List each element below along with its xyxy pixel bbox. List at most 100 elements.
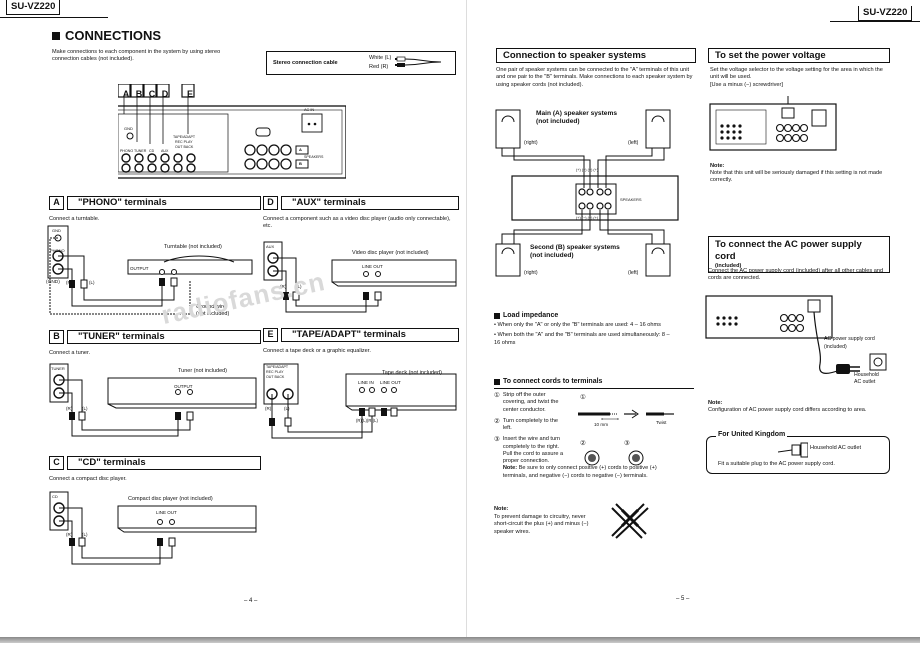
page-title-text: CONNECTIONS — [65, 28, 162, 43]
cords-illustration: ① 10 mm Twist ② ③ — [574, 392, 678, 472]
tape-r-label: (R) — [265, 406, 272, 411]
polarity-label-top: (+) (−) (−) (+) — [576, 168, 599, 172]
panel-gnd-label: GND — [124, 126, 133, 131]
step-3-note-label: Note: — [502, 465, 518, 472]
page-fold — [466, 0, 467, 640]
step-3-number: ③ — [494, 436, 500, 444]
cd-line-out-label: LINE OUT — [156, 510, 177, 515]
illus-mm: 10 mm — [594, 422, 609, 427]
ac-cord-note: Configuration of AC power supply cord di… — [708, 407, 867, 413]
voltage-note-label: Note: — [710, 163, 725, 169]
phono-letter: A — [49, 196, 64, 210]
model-tag-right: SU-VZ220 — [858, 6, 913, 21]
phono-gnd-tag: (GND) — [46, 280, 60, 285]
impedance-header: Load impedance — [494, 312, 558, 321]
rear-panel-diagram: A B C D E GND PHONO TUNER CD AUX TAPE/AD… — [109, 83, 347, 180]
page-title: CONNECTIONS — [52, 28, 161, 44]
illus-n3: ③ — [624, 440, 630, 447]
ac-cord-label-1: AC power supply cord — [824, 336, 875, 342]
panel-letter-b: B — [135, 89, 143, 99]
voltage-note: Note that this unit will be seriously da… — [710, 170, 883, 184]
aux-r-label: (R) — [280, 284, 287, 289]
step-1-number: ① — [494, 392, 500, 399]
ground-wire-label-2: (not included) — [196, 311, 230, 317]
aux-line-out-label: LINE OUT — [362, 264, 383, 269]
aux-diagram-svg — [263, 241, 457, 313]
cd-desc: Connect a compact disc player. — [49, 476, 127, 482]
polarity-label-bottom: (+) (−) (−) (+) — [576, 216, 599, 220]
phono-output-label: OUTPUT — [130, 266, 149, 271]
tape-line-in-label: LINE IN — [358, 380, 374, 385]
voltage-desc: Set the voltage selector to the voltage … — [710, 67, 883, 81]
speaker-diagram: Main (A) speaker systems (not included) … — [490, 104, 700, 282]
step-3-note: Be sure to only connect positive (+) cor… — [502, 465, 657, 479]
main-a-label-1: Main (A) speaker systems — [536, 110, 617, 117]
tape-device-label: Tape deck (not included) — [382, 370, 442, 376]
cords-square-icon — [494, 379, 500, 386]
main-a-label-2: (not included) — [536, 118, 580, 125]
tuner-desc: Connect a tuner. — [49, 350, 91, 356]
title-square-icon — [52, 32, 60, 41]
uk-outlet-label: Household AC outlet — [810, 445, 861, 451]
header-rule-left — [0, 17, 108, 18]
panel-ac-in-label: AC IN — [304, 108, 315, 112]
rear-panel-svg — [109, 83, 347, 179]
cords-illustration-svg — [578, 409, 674, 466]
cd-diagram: CD Compact disc player (not included) LI… — [48, 488, 260, 572]
speaker-diagram-svg — [495, 109, 679, 277]
tape-diagram-svg — [263, 363, 457, 439]
right-speaker-label-b: (right) — [524, 270, 538, 276]
panel-tape-label: TAPE/ADAPT — [173, 135, 196, 139]
left-speaker-label-a: (left) — [628, 140, 639, 146]
phono-diagram: GND PHONO Turntable (not included) OUTPU… — [44, 224, 260, 320]
panel-spk-b-label: B — [299, 161, 302, 166]
header-rule-right — [830, 21, 920, 22]
impedance-list: When only the "A" or only the "B" termin… — [494, 322, 674, 347]
speakers-terminal-label: SPEAKERS — [620, 197, 642, 202]
ac-cord-section-header: To connect the AC power supply cord (inc… — [708, 236, 890, 273]
aux-section-header: D "AUX" terminals — [263, 196, 459, 210]
panel-aux-label: AUX — [161, 149, 169, 153]
outlet-label-2: AC outlet — [854, 379, 876, 385]
step-3-text: Insert the wire and turn completely to t… — [502, 436, 564, 465]
tuner-device-label: Tuner (not included) — [178, 368, 228, 374]
tuner-letter: B — [49, 330, 64, 344]
cd-letter: C — [49, 456, 64, 470]
ac-cord-title: To connect the AC power supply cord — [715, 239, 862, 262]
cable-icon — [395, 56, 442, 67]
model-tag-left: SU-VZ220 — [6, 0, 61, 15]
speaker-section-header: Connection to speaker systems — [496, 48, 696, 63]
cd-diagram-svg — [49, 491, 257, 565]
short-circuit-icon — [608, 496, 652, 540]
panel-cd-label: CD — [149, 149, 155, 153]
cd-jack-label: CD — [52, 494, 58, 499]
panel-letter-e: E — [186, 89, 193, 99]
panel-out-back-label: OUT BACK — [175, 145, 194, 149]
ac-cord-desc: Connect the AC power supply cord (includ… — [708, 268, 884, 282]
panel-phono-label: PHONO — [120, 149, 134, 153]
left-speaker-label-b: (left) — [628, 270, 639, 276]
panel-rec-play-label: REC PLAY — [175, 140, 193, 144]
voltage-tool: [Use a minus (−) screwdriver] — [710, 82, 783, 88]
impedance-bullet-2: When both the "A" and the "B" terminals … — [494, 332, 674, 347]
cords-rule — [494, 388, 694, 389]
tape-jack-label-2: REC PLAY — [266, 370, 284, 374]
cable-white-label: White (L) — [369, 55, 392, 62]
cd-title: "CD" terminals — [67, 456, 261, 470]
phono-diagram-svg — [47, 225, 253, 315]
cable-legend-label: Stereo connection cable — [273, 59, 338, 66]
aux-letter: D — [263, 196, 278, 210]
panel-tuner-label: TUNER — [134, 149, 147, 153]
impedance-bullet-1: When only the "A" or only the "B" termin… — [494, 322, 674, 329]
page-number-left: – 4 – — [244, 598, 258, 604]
impedance-square-icon — [494, 313, 500, 320]
cords-header: To connect cords to terminals — [494, 378, 602, 387]
uk-desc: Fit a suitable plug to the AC power supp… — [718, 461, 835, 467]
cable-legend: Stereo connection cable White (L) Red (R… — [266, 51, 456, 75]
second-b-label-1: Second (B) speaker systems — [530, 244, 620, 251]
cords-note-label: Note: — [494, 506, 509, 512]
tape-l-label: (L) — [284, 406, 290, 411]
